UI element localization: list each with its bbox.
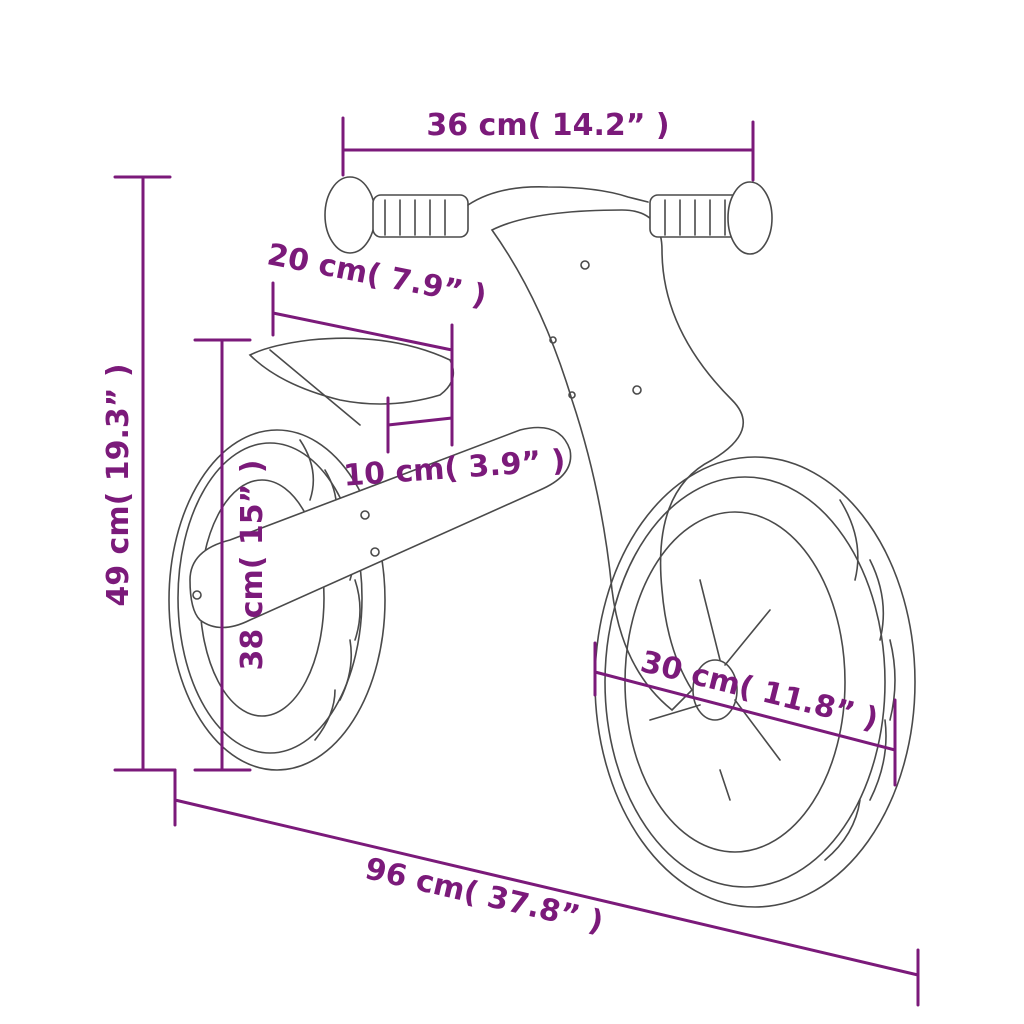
label-handlebar-width: 36 cm( 14.2” ) [426,108,669,143]
dimension-seat-height: 38 cm( 15” ) [193,338,270,772]
balance-bike-illustration [168,176,916,908]
dimension-total-height: 49 cm( 19.3” ) [101,175,177,772]
label-total-height: 49 cm( 19.3” ) [101,363,136,606]
dimension-seat-post: 10 cm( 3.9” ) [342,396,566,494]
label-seat-length: 20 cm( 7.9” ) [264,237,489,314]
dimension-handlebar-width: 36 cm( 14.2” ) [341,108,755,182]
label-seat-height: 38 cm( 15” ) [235,459,270,670]
handlebar [324,176,773,255]
front-wheel [594,456,916,908]
label-total-length: 96 cm( 37.8” ) [362,851,607,940]
dimension-total-length: 96 cm( 37.8” ) [173,768,920,1007]
